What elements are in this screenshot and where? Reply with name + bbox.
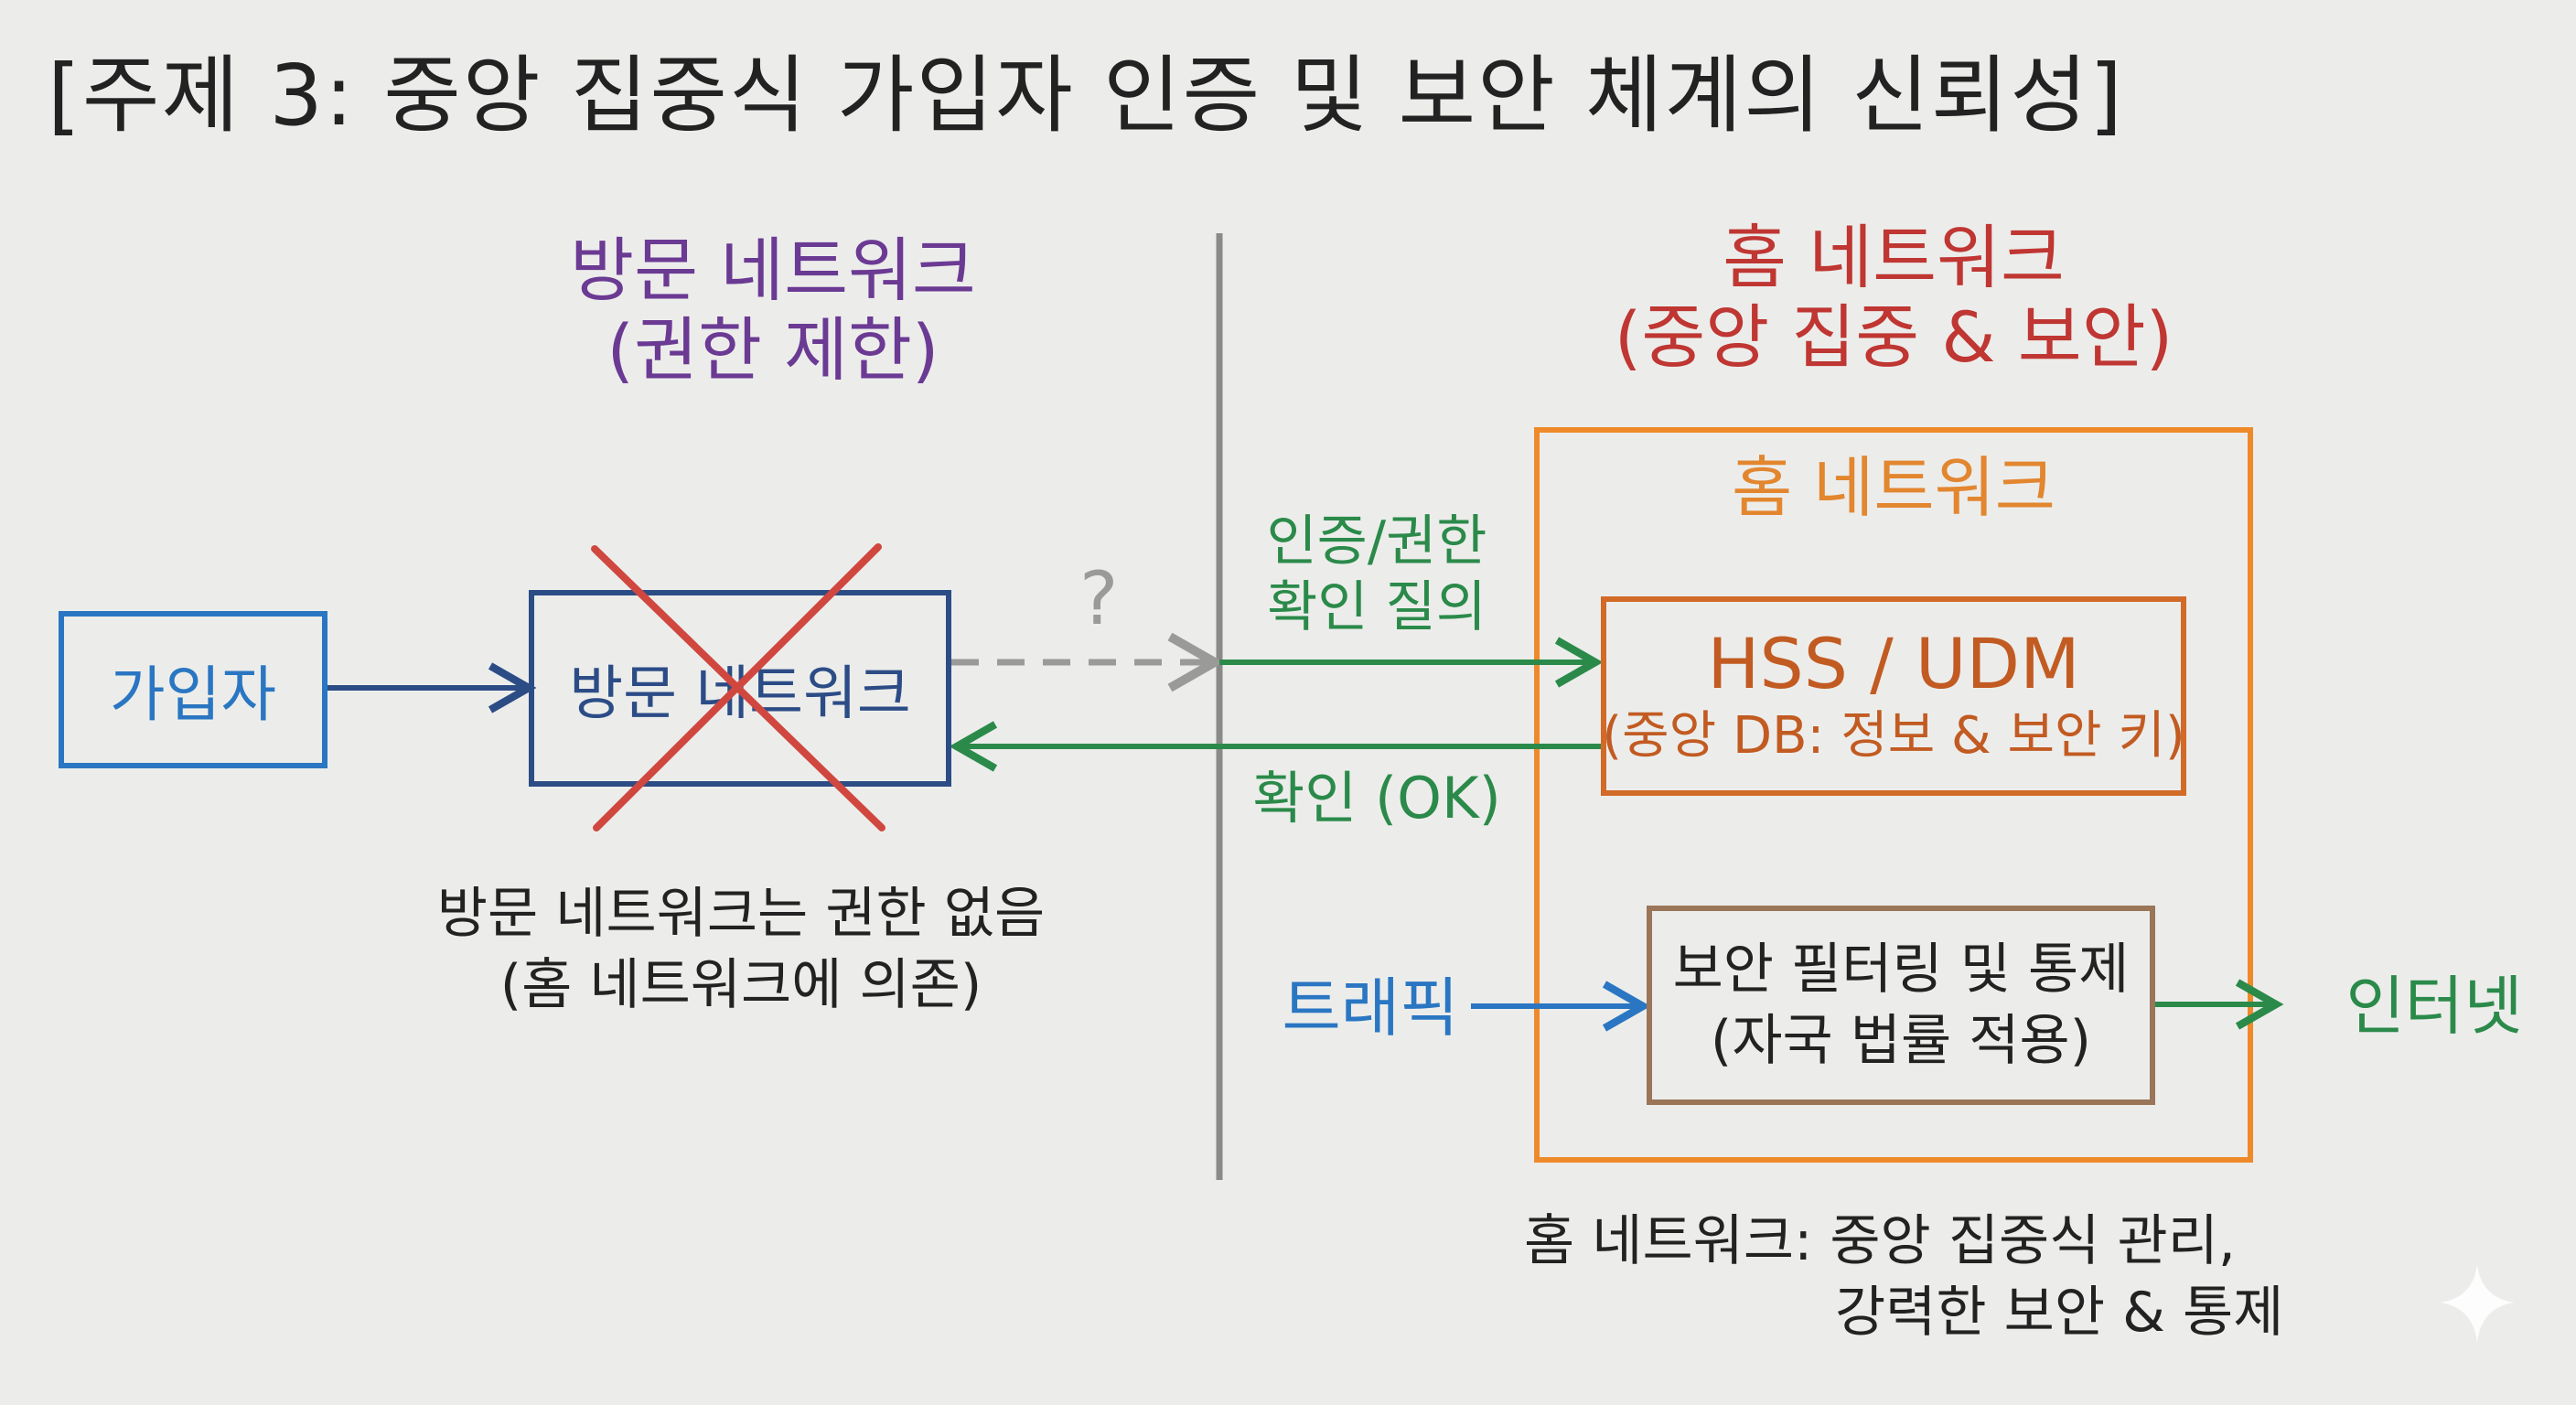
security-filter-title: 보안 필터링 및 통제 — [1672, 938, 2130, 1002]
home-inner-title: 홈 네트워크 — [1731, 449, 2056, 526]
auth-query-label: 인증/권한 확인 질의 — [1266, 509, 1487, 639]
security-filter-box: 보안 필터링 및 통제 (자국 법률 적용) — [1647, 906, 2155, 1105]
home-network-header: 홈 네트워크 (중앙 집중 & 보안) — [1555, 218, 2232, 378]
confirm-label: 확인 (OK) — [1252, 765, 1501, 831]
hss-udm-subtitle: (중앙 DB: 정보 & 보안 키) — [1602, 705, 2185, 766]
question-mark: ? — [1079, 556, 1119, 641]
subscriber-label: 가입자 — [109, 660, 277, 730]
traffic-label: 트래픽 — [1282, 971, 1459, 1046]
sparkle-icon — [2441, 1264, 2514, 1343]
security-filter-subtitle: (자국 법률 적용) — [1710, 1009, 2092, 1073]
home-network-note: 홈 네트워크: 중앙 집중식 관리, 강력한 보안 & 통제 — [1524, 1209, 2284, 1345]
home-header-line1: 홈 네트워크 — [1723, 217, 2065, 298]
page-title: [주제 3: 중앙 집중식 가입자 인증 및 보안 체계의 신뢰성] — [48, 47, 2124, 145]
hss-udm-title: HSS / UDM — [1707, 623, 2080, 705]
subscriber-box: 가입자 — [59, 611, 327, 768]
hss-udm-box: HSS / UDM (중앙 DB: 정보 & 보안 키) — [1601, 596, 2186, 796]
internet-label: 인터넷 — [2345, 969, 2523, 1044]
home-header-line2: (중앙 집중 & 보안) — [1614, 296, 2174, 379]
visited-header-line1: 방문 네트워크 — [570, 230, 976, 311]
home-network-boundary — [1534, 427, 2253, 1163]
visited-header-line2: (권한 제한) — [606, 309, 939, 391]
visited-network-box: 방문 네트워크 — [529, 590, 951, 787]
visited-network-note: 방문 네트워크는 권한 없음 (홈 네트워크에 의존) — [436, 882, 1046, 1017]
visited-network-header: 방문 네트워크 (권한 제한) — [512, 231, 1034, 391]
